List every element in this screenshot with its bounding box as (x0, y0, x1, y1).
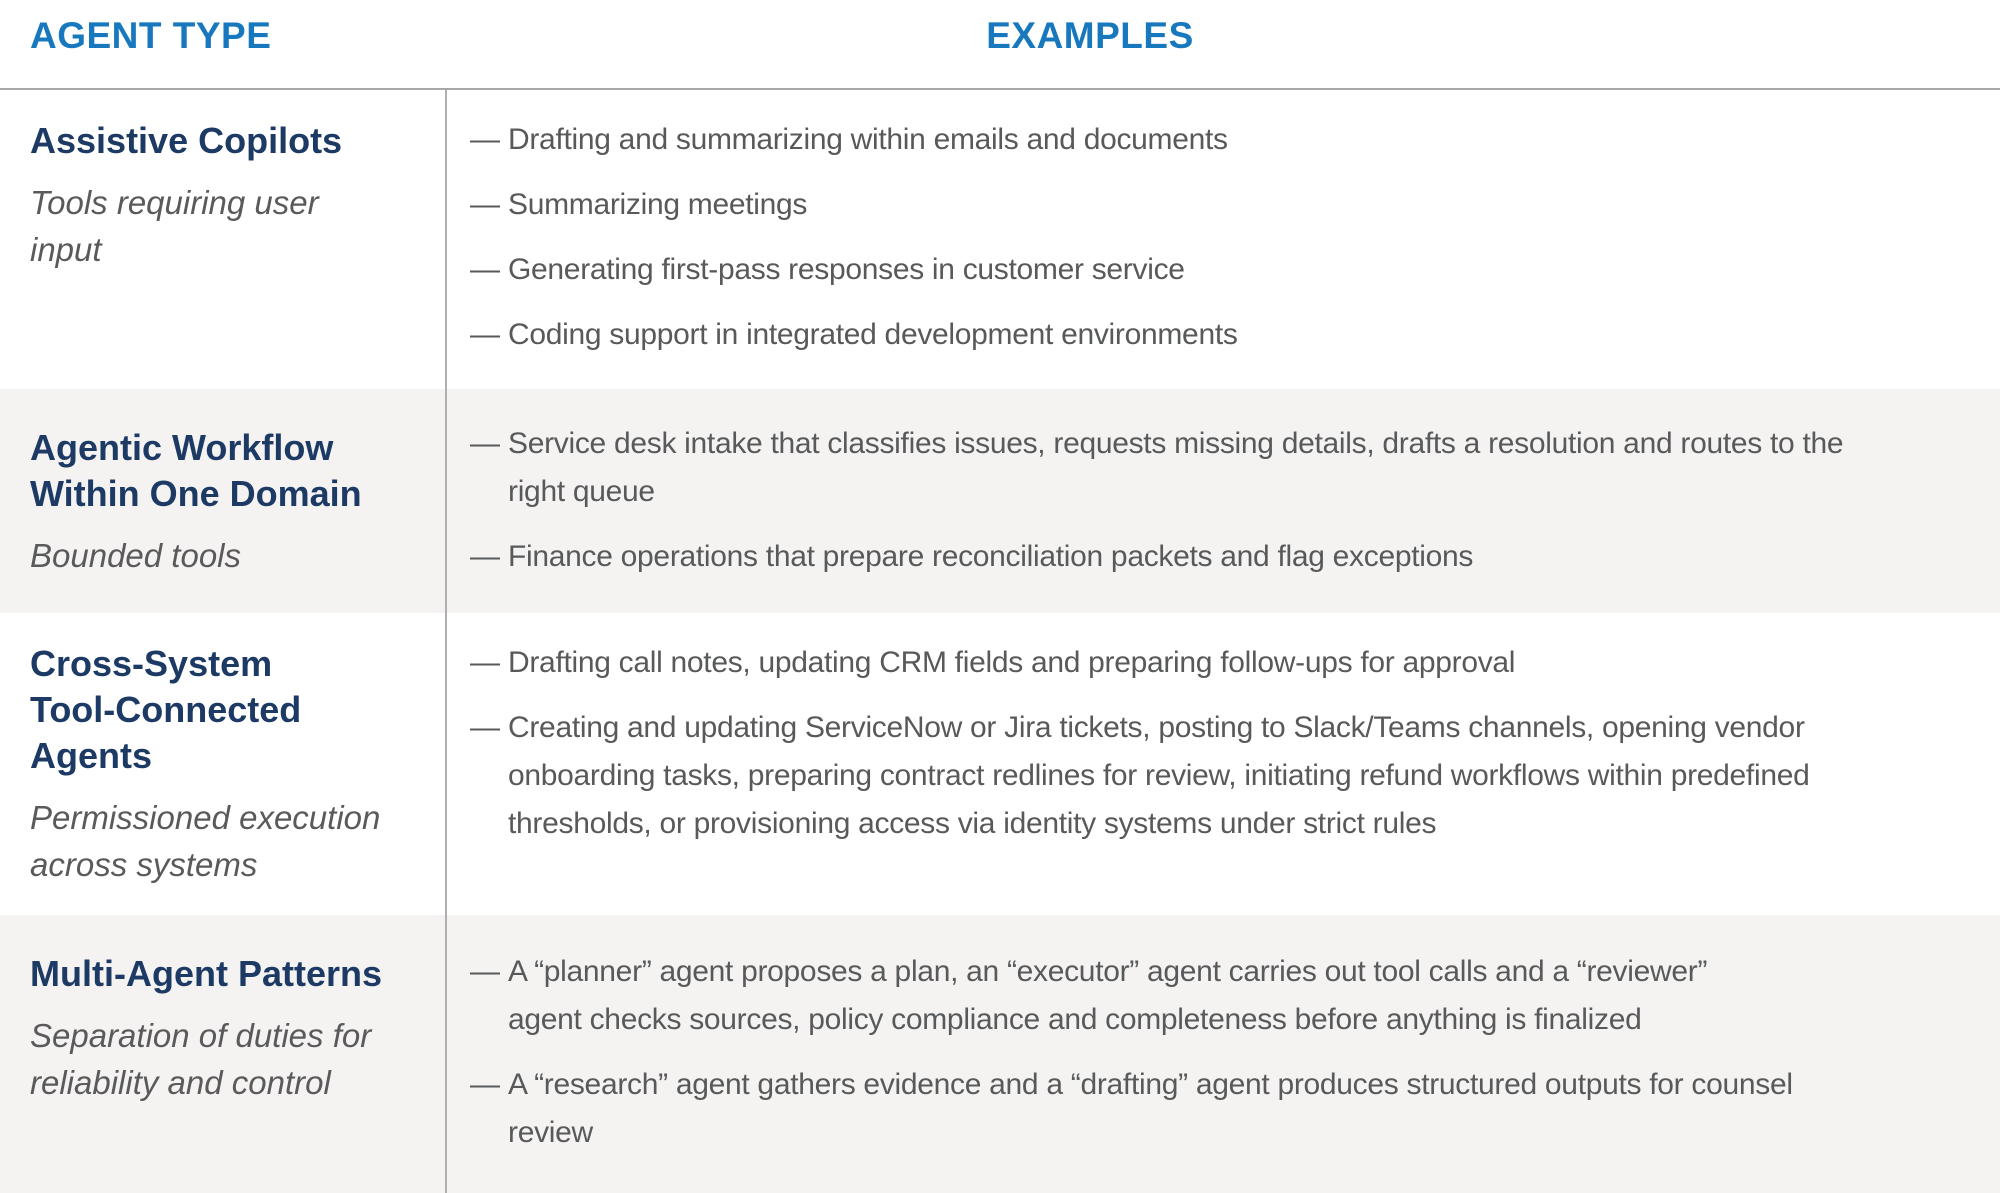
dash-bullet-icon: — (470, 253, 500, 286)
example-item: — A “planner” agent proposes a plan, an … (470, 948, 1988, 1044)
table-row: Agentic Workflow Within One Domain Bound… (0, 389, 2000, 613)
agent-type-subtitle: Bounded tools (30, 537, 242, 574)
example-text: Coding support in integrated development… (508, 318, 1238, 351)
example-text: A “research” agent gathers evidence and … (508, 1068, 1793, 1149)
agent-type-subtitle: Separation of duties for reliability and… (30, 1017, 372, 1101)
examples-list: — A “planner” agent proposes a plan, an … (470, 948, 1988, 1157)
dash-bullet-icon: — (470, 646, 500, 679)
example-text: Creating and updating ServiceNow or Jira… (508, 711, 1810, 840)
example-text: Summarizing meetings (508, 188, 808, 221)
agent-type-title: Cross-System Tool-Connected Agents (30, 643, 302, 776)
agent-type-cell: Assistive Copilots Tools requiring user … (0, 90, 447, 389)
dash-bullet-icon: — (470, 318, 500, 351)
example-text: Drafting and summarizing within emails a… (508, 123, 1228, 156)
example-item: — Creating and updating ServiceNow or Ji… (470, 704, 1988, 848)
column-header-agent-type: AGENT TYPE (30, 15, 272, 56)
examples-cell: — A “planner” agent proposes a plan, an … (447, 915, 2000, 1193)
examples-list: — Drafting and summarizing within emails… (470, 116, 1988, 359)
agent-type-cell: Cross-System Tool-Connected Agents Permi… (0, 613, 447, 915)
dash-bullet-icon: — (470, 711, 500, 744)
agent-type-cell: Agentic Workflow Within One Domain Bound… (0, 389, 447, 613)
examples-cell: — Service desk intake that classifies is… (447, 389, 2000, 613)
example-item: — Summarizing meetings (470, 181, 1988, 229)
table-header: AGENT TYPE EXAMPLES (0, 0, 2000, 90)
example-text: Drafting call notes, updating CRM fields… (508, 646, 1516, 679)
example-text: Service desk intake that classifies issu… (508, 427, 1844, 508)
table-row: Multi-Agent Patterns Separation of dutie… (0, 915, 2000, 1193)
example-item: — Generating first-pass responses in cus… (470, 246, 1988, 294)
agent-type-title: Multi-Agent Patterns (30, 953, 383, 994)
example-item: — Drafting and summarizing within emails… (470, 116, 1988, 164)
table-body: Assistive Copilots Tools requiring user … (0, 90, 2000, 1193)
example-item: — A “research” agent gathers evidence an… (470, 1061, 1988, 1157)
table-row: Assistive Copilots Tools requiring user … (0, 90, 2000, 389)
examples-cell: — Drafting call notes, updating CRM fiel… (447, 613, 2000, 915)
agent-type-subtitle: Permissioned execution across systems (30, 799, 381, 883)
dash-bullet-icon: — (470, 540, 500, 573)
example-text: Generating first-pass responses in custo… (508, 253, 1185, 286)
examples-cell: — Drafting and summarizing within emails… (447, 90, 2000, 389)
example-item: — Drafting call notes, updating CRM fiel… (470, 639, 1988, 687)
example-text: Finance operations that prepare reconcil… (508, 540, 1474, 573)
dash-bullet-icon: — (470, 188, 500, 221)
examples-list: — Service desk intake that classifies is… (470, 420, 1988, 581)
agent-type-cell: Multi-Agent Patterns Separation of dutie… (0, 915, 447, 1193)
dash-bullet-icon: — (470, 123, 500, 156)
dash-bullet-icon: — (470, 1068, 500, 1101)
dash-bullet-icon: — (470, 955, 500, 988)
column-header-examples: EXAMPLES (986, 15, 1194, 56)
example-item: — Service desk intake that classifies is… (470, 420, 1988, 516)
dash-bullet-icon: — (470, 427, 500, 460)
table-row: Cross-System Tool-Connected Agents Permi… (0, 613, 2000, 915)
agent-type-title: Agentic Workflow Within One Domain (30, 427, 362, 514)
example-item: — Coding support in integrated developme… (470, 311, 1988, 359)
examples-list: — Drafting call notes, updating CRM fiel… (470, 639, 1988, 848)
example-text: A “planner” agent proposes a plan, an “e… (508, 955, 1708, 1036)
agent-type-title: Assistive Copilots (30, 120, 343, 161)
agent-type-subtitle: Tools requiring user input (30, 184, 319, 268)
example-item: — Finance operations that prepare reconc… (470, 533, 1988, 581)
